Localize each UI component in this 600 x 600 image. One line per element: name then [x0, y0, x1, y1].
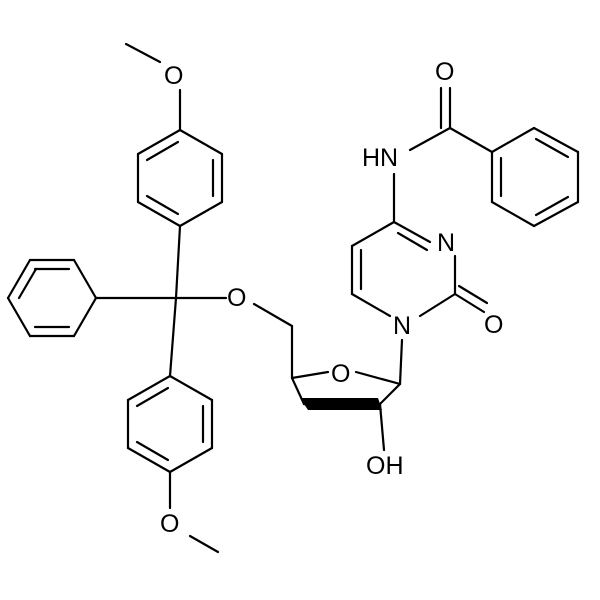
wedge-bond-c3 — [300, 398, 382, 410]
bond-o-ch2 — [252, 302, 294, 328]
atom-o-ring: O — [331, 360, 350, 388]
bonds — [6, 42, 580, 554]
atom-o-methoxy-top: O — [164, 62, 183, 90]
ring-aryl-top — [136, 128, 224, 228]
bond-carbonyl-phenyl — [448, 126, 494, 154]
ring-cytosine — [350, 220, 457, 318]
atom-o-amide: O — [435, 58, 454, 86]
ring-benzoyl — [490, 126, 580, 228]
bond-c2prime-oh — [378, 402, 386, 452]
atom-n3: N — [437, 229, 455, 257]
ring-aryl-bottom — [126, 374, 214, 474]
bond-nh-carbonyl — [408, 126, 452, 152]
bond-central-aryl-bottom — [168, 296, 178, 378]
atom-labels: O O O N N O HN O OH O — [160, 58, 503, 538]
bond-o-methyl-bottom — [188, 534, 220, 554]
atom-nh-amide: HN — [362, 144, 398, 172]
atom-o-methoxy-bottom: O — [160, 510, 179, 538]
bond-c1prime-n1 — [398, 338, 404, 386]
atom-o-carbonyl-ring: O — [484, 311, 503, 339]
bond-c2-o-double — [457, 284, 489, 305]
bond-aryl-top-central — [174, 224, 182, 300]
atom-n1: N — [393, 312, 411, 340]
ring-phenyl-left — [6, 258, 98, 338]
bond-c2-o — [453, 292, 486, 314]
bond-methyl-top — [124, 42, 162, 64]
atom-o-ether: O — [227, 284, 246, 312]
atom-oh: OH — [366, 452, 404, 480]
